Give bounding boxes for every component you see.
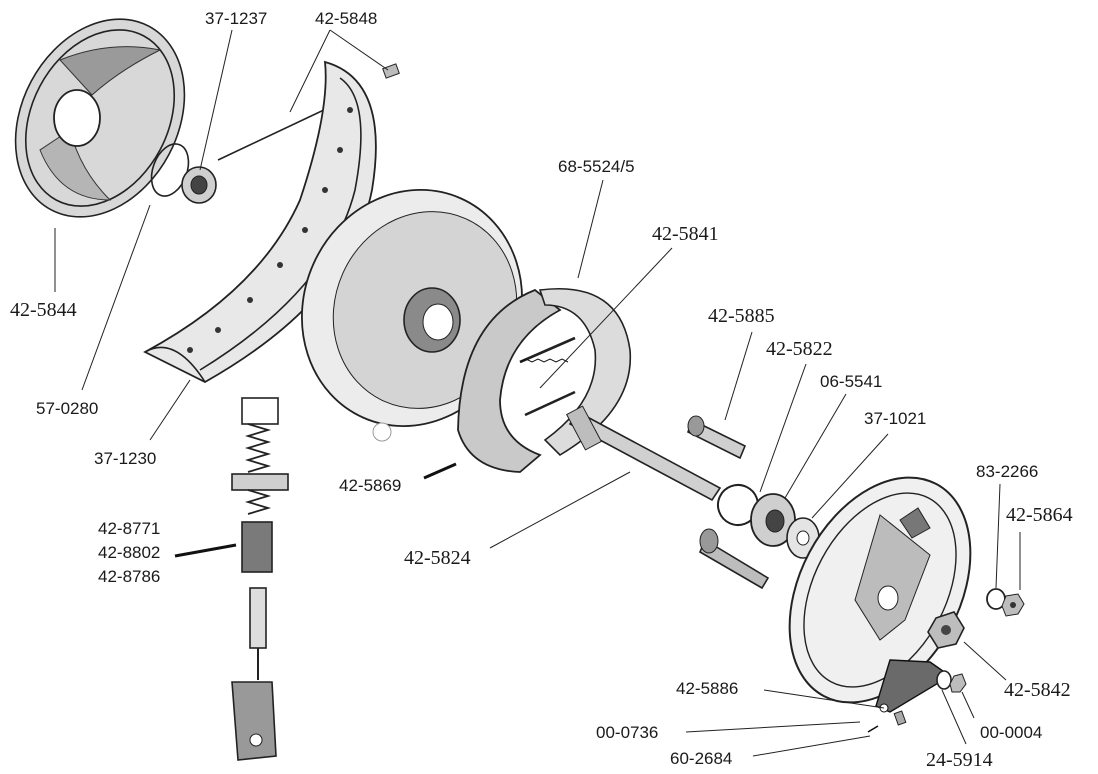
rim-part bbox=[143, 60, 377, 384]
label-42-5824: 42-5824 bbox=[404, 547, 471, 569]
bearing-part bbox=[750, 493, 796, 547]
label-00-0004: 00-0004 bbox=[980, 723, 1042, 742]
label-42-8771: 42-8771 bbox=[98, 519, 160, 538]
label-42-5842: 42-5842 bbox=[1004, 679, 1071, 701]
seal-part bbox=[181, 166, 217, 204]
label-42-5886: 42-5886 bbox=[676, 679, 738, 698]
hub-cover-part bbox=[14, 18, 186, 218]
label-37-1237: 37-1237 bbox=[205, 9, 267, 28]
label-60-2684: 60-2684 bbox=[670, 749, 732, 768]
label-42-5864: 42-5864 bbox=[1006, 504, 1073, 526]
axle-part bbox=[565, 405, 722, 502]
pivot-bolt-part bbox=[687, 415, 747, 460]
cable-assembly-part bbox=[231, 397, 289, 761]
label-06-5541: 06-5541 bbox=[820, 372, 882, 391]
label-24-5914: 24-5914 bbox=[926, 749, 993, 771]
cam-shaft-part bbox=[698, 528, 770, 590]
small-nut-part bbox=[1001, 593, 1025, 617]
label-68-5524-5: 68-5524/5 bbox=[558, 157, 635, 176]
label-42-5869: 42-5869 bbox=[339, 476, 401, 495]
brake-lever-part bbox=[867, 659, 967, 733]
label-42-5822: 42-5822 bbox=[766, 338, 833, 360]
label-42-5841: 42-5841 bbox=[652, 223, 719, 245]
label-42-5885: 42-5885 bbox=[708, 305, 775, 327]
brake-shoes-part bbox=[457, 288, 632, 473]
label-42-5848: 42-5848 bbox=[315, 9, 377, 28]
brake-plate-part bbox=[788, 476, 972, 704]
label-42-8786: 42-8786 bbox=[98, 567, 160, 586]
label-37-1230: 37-1230 bbox=[94, 449, 156, 468]
leader-lines bbox=[54, 29, 1021, 757]
label-42-5844: 42-5844 bbox=[10, 299, 77, 321]
label-00-0736: 00-0736 bbox=[596, 723, 658, 742]
label-42-8802: 42-8802 bbox=[98, 543, 160, 562]
label-37-1021: 37-1021 bbox=[864, 409, 926, 428]
label-83-2266: 83-2266 bbox=[976, 462, 1038, 481]
label-57-0280: 57-0280 bbox=[36, 399, 98, 418]
